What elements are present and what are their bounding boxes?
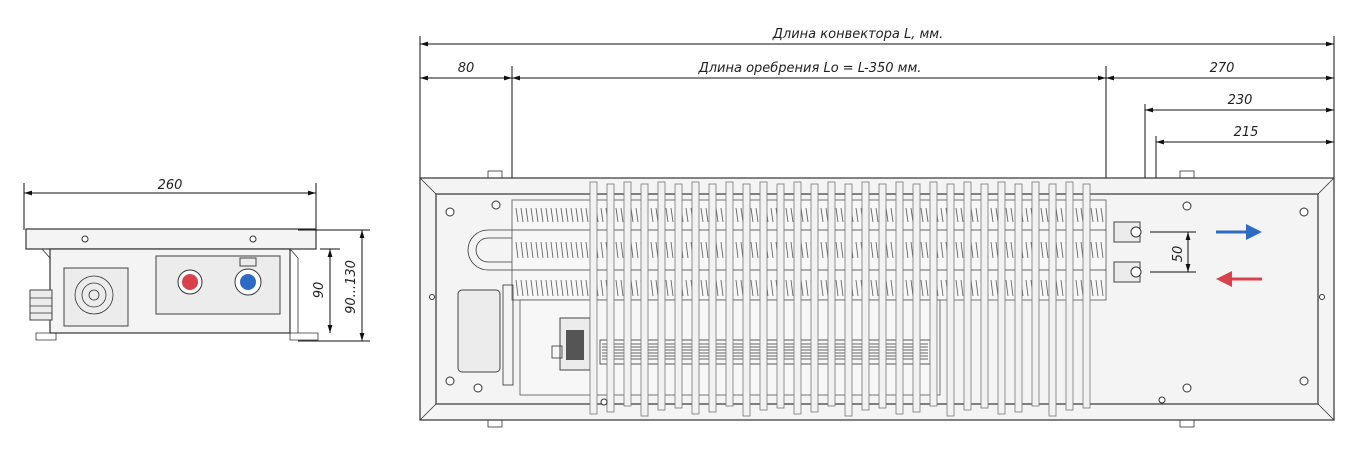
grille-bar [827, 181, 836, 407]
fin-length-label: Длина оребрения Lo = L-350 мм. [698, 61, 922, 76]
width-label: 260 [158, 178, 183, 193]
grille-bar [912, 183, 921, 413]
grille-bar [878, 183, 887, 409]
grille-bar [657, 181, 666, 411]
grille-bar [946, 183, 955, 417]
grille-bar [606, 183, 615, 413]
grille-bar [708, 183, 717, 413]
screw-icon [445, 207, 455, 217]
flow-in-arrow-icon [1216, 271, 1262, 287]
grille-bar [742, 183, 751, 417]
side-view: 260 90 90...130 [23, 178, 370, 342]
grille-bar [1065, 181, 1074, 411]
hot-pipe-icon [182, 274, 198, 290]
grille-bar [759, 181, 768, 411]
cold-pipe-icon [240, 274, 256, 290]
grille-bar [810, 183, 819, 413]
motor-box [63, 267, 129, 327]
left-offset-label: 80 [458, 61, 475, 76]
grille-bar [895, 181, 904, 415]
height-label: 90 [312, 282, 327, 299]
grille-bar [674, 183, 683, 409]
grille-bar [589, 181, 598, 415]
grille-bar [1082, 183, 1091, 409]
grille-bar [929, 181, 938, 407]
screw-icon [445, 376, 455, 386]
flow-out-arrow-icon [1216, 224, 1262, 240]
pipe-offset-2-label: 215 [1234, 125, 1259, 140]
controller-box [457, 289, 501, 373]
screw-icon [249, 235, 257, 243]
grille-bar [980, 183, 989, 409]
grille-bar [1048, 183, 1057, 417]
grille-bar [793, 181, 802, 415]
grille-bar [725, 181, 734, 407]
grille-bar [776, 183, 785, 409]
grille-bar [861, 181, 870, 411]
grille-bar [640, 183, 649, 417]
length-label: Длина конвектора L, мм. [772, 27, 943, 42]
right-offset-label: 270 [1210, 61, 1235, 76]
grille-bars [589, 181, 1091, 417]
grille-bar [691, 181, 700, 415]
grille-bar [1031, 181, 1040, 407]
grille-bar [1014, 183, 1023, 413]
pipe-offset-1-label: 230 [1228, 93, 1253, 108]
side-lid [25, 228, 317, 250]
grille-bar [623, 181, 632, 407]
height-range-label: 90...130 [344, 260, 359, 314]
pipe-spacing-label: 50 [1171, 246, 1186, 263]
cable-gland [29, 289, 53, 321]
grille-bar [963, 181, 972, 411]
grille-bar [997, 181, 1006, 415]
pipe-panel [155, 255, 281, 315]
grille-bar [844, 183, 853, 417]
top-view: Длина конвектора L, мм. 80 Длина оребрен… [419, 27, 1335, 428]
screw-icon [81, 235, 89, 243]
screw-icon [1299, 376, 1309, 386]
screw-icon [1299, 207, 1309, 217]
